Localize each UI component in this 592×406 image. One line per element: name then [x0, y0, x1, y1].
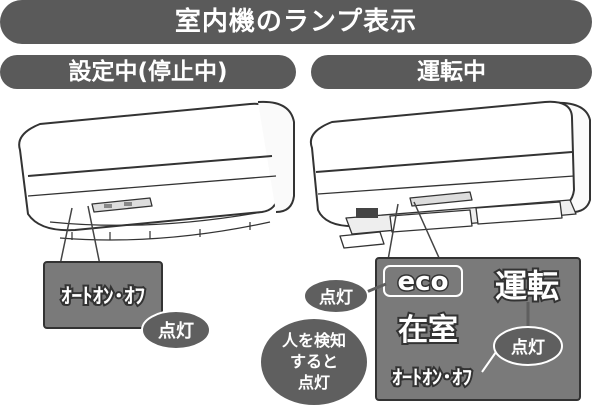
eco-lamp: [383, 265, 463, 297]
stopped-auto-onoff-label: ｵｰﾄｵﾝ･ｵﾌ: [61, 284, 145, 308]
zaishitsu-label: 在室: [398, 313, 458, 348]
stopped-lamp-panel: ｵｰﾄｵﾝ･ｵﾌ: [43, 261, 163, 329]
running-lamp-panel: eco 運転 在室 ｵｰﾄｵﾝ･ｵﾌ: [375, 257, 581, 401]
unten-callout: 点灯: [493, 302, 563, 366]
ac-unit-running: [310, 100, 591, 249]
zaishitsu-callout-line-1: 人を検知: [282, 331, 346, 350]
stopped-callout-text: 点灯: [158, 320, 194, 342]
running-pointer: [387, 201, 441, 261]
zaishitsu-callout-line-2: すると: [290, 352, 338, 371]
ac-unit-stopped: [18, 100, 295, 241]
running-auto-onoff-label: ｵｰﾄｵﾝ･ｵﾌ: [392, 365, 472, 389]
unten-callout-text: 点灯: [511, 337, 545, 358]
zaishitsu-callout-line-3: 点灯: [298, 373, 330, 392]
zaishitsu-callout: 人を検知 すると 点灯: [259, 317, 369, 406]
running-heading: 運転中: [311, 55, 592, 89]
stopped-heading: 設定中(停止中): [0, 55, 296, 89]
eco-callout: 点灯: [303, 278, 387, 314]
stopped-callout: 点灯: [141, 310, 211, 350]
stopped-pointer: [59, 205, 101, 266]
eco-callout-text: 点灯: [319, 287, 353, 308]
auto-onoff-tail: [481, 351, 497, 373]
title-banner: 室内機のランプ表示: [0, 0, 592, 44]
page-title: 室内機のランプ表示: [174, 7, 418, 37]
unten-label: 運転: [495, 267, 559, 305]
eco-label: eco: [398, 267, 449, 297]
